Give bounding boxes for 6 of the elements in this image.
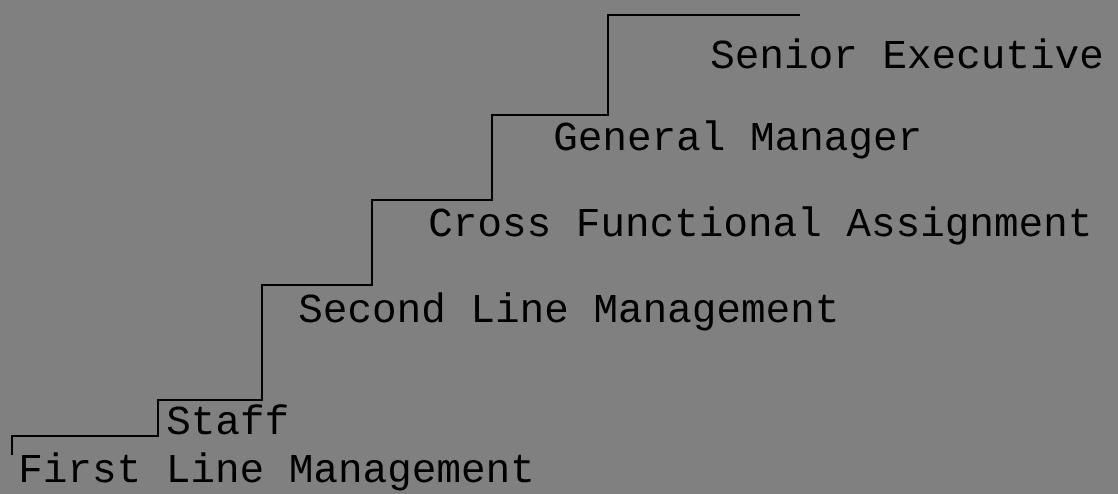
step-label: Cross Functional Assignment bbox=[430, 206, 1089, 245]
step-label: First Line Management bbox=[22, 452, 531, 491]
step-label: General Manager bbox=[555, 120, 919, 159]
step-label: Staff bbox=[167, 404, 287, 435]
step-label: Second Line Management bbox=[299, 292, 836, 331]
step-label: Senior Executive bbox=[711, 38, 1102, 69]
